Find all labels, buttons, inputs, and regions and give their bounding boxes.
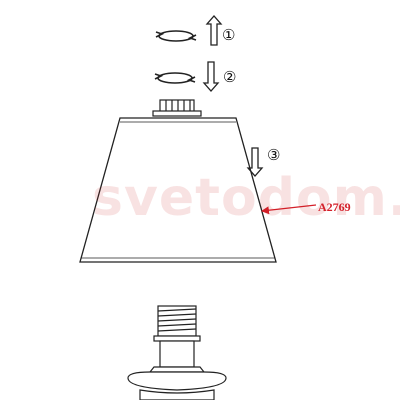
step-number-3: ③ [267,146,281,164]
arrow-down-icon [246,147,264,177]
lamp-base [127,305,227,401]
watermark: svetodom.ru [92,168,400,228]
lamp-shade [79,117,277,263]
leader-line [261,204,317,215]
step-2-group [154,61,220,92]
step-number-2: ② [223,68,237,86]
arrow-up-icon [205,15,223,46]
rotate-icon [155,30,197,42]
ring-nut [152,99,202,117]
part-number-label: A2769 [318,200,351,214]
rotate-icon [154,72,196,84]
arrow-down-icon [202,61,220,92]
step-1-group [155,15,223,46]
step-number-1: ① [222,26,236,44]
